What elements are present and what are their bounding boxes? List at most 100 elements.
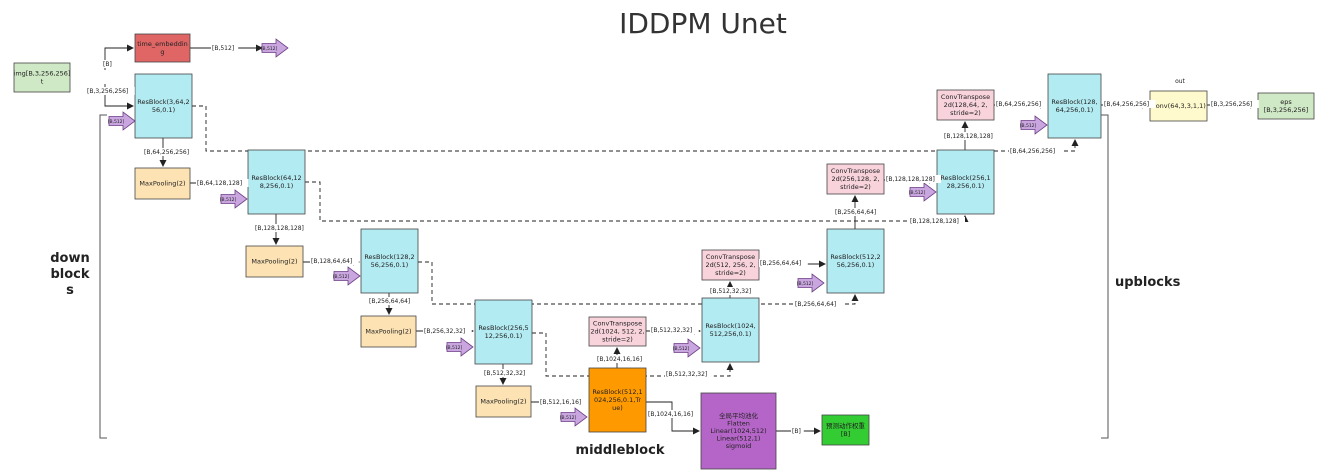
label-conv-out: [B,3,256,256] bbox=[1211, 101, 1252, 108]
node-text-pool2: MaxPooling(2) bbox=[251, 258, 297, 266]
label-p3-out: [B,256,32,32] bbox=[424, 328, 465, 335]
label-u1-out: [B,512,32,32] bbox=[710, 288, 751, 295]
label-r2-out: [B,128,128,128] bbox=[255, 225, 304, 232]
middle-marker: [B,512] bbox=[560, 407, 588, 427]
label-t-shape: [B] bbox=[103, 61, 112, 68]
label-bg-temb-shape bbox=[211, 44, 239, 52]
label-skip4: [B,512,32,32] bbox=[666, 371, 707, 378]
node-img: img[B,3,256,256]t bbox=[14, 62, 71, 93]
label-bg-ct2-out bbox=[759, 259, 808, 267]
up2-marker: [B,512] bbox=[797, 273, 825, 293]
node-pool1: MaxPooling(2) bbox=[134, 167, 191, 200]
up1-marker: [B,512] bbox=[673, 338, 701, 358]
label-bg-r2-out bbox=[254, 224, 310, 232]
label-bg-p4-out bbox=[539, 398, 588, 406]
label-bg-skip4 bbox=[665, 370, 714, 378]
node-up1: ResBlock(1024,512,256,0.1) bbox=[701, 297, 760, 363]
node-text-pool3: MaxPooling(2) bbox=[365, 328, 411, 336]
edge-labels: [B] [B,3,256,256] [B,512] [B,64,256,256] [B,… bbox=[86, 44, 1259, 435]
node-pool3: MaxPooling(2) bbox=[360, 315, 417, 348]
up-bracket bbox=[1101, 114, 1109, 439]
label-cls-out: [B] bbox=[792, 428, 801, 435]
label-p4-out: [B,512,16,16] bbox=[540, 399, 581, 406]
time-markers: [B,512] [B,512] [B,512] [B,512] [B,512] [B,51… bbox=[108, 38, 1048, 427]
res1-marker-text: [B,512] bbox=[108, 119, 125, 125]
label-skip3: [B,256,64,64] bbox=[795, 301, 836, 308]
node-text-pred: 预测动作权重[B] bbox=[826, 421, 866, 438]
label-img-shape: [B,3,256,256] bbox=[87, 88, 128, 95]
skip-res3-up2 bbox=[418, 261, 859, 305]
label-bg-skip3 bbox=[794, 300, 843, 308]
res2-marker-text: [B,512] bbox=[220, 197, 237, 203]
label-bg-t-shape bbox=[102, 60, 115, 68]
res3-marker-text: [B,512] bbox=[333, 274, 350, 280]
time-out-marker: [B,512] bbox=[261, 38, 289, 58]
middle-marker-text: [B,512] bbox=[560, 415, 577, 421]
node-text-img: img[B,3,256,256]t bbox=[14, 70, 71, 86]
label-ct3-out: [B,128,128,128] bbox=[886, 176, 935, 183]
label-bg-img-shape bbox=[86, 87, 135, 95]
node-pred: 预测动作权重[B] bbox=[821, 414, 870, 446]
label-bg-skip1 bbox=[1009, 147, 1062, 155]
node-text-pool4: MaxPooling(2) bbox=[480, 398, 526, 406]
time-out-marker-text: [B,512] bbox=[261, 46, 278, 52]
res3-marker: [B,512] bbox=[333, 266, 361, 286]
label-u2-out: [B,256,64,64] bbox=[835, 209, 876, 216]
label-bg-u2-out bbox=[834, 208, 883, 216]
label-ct4-out: [B,64,256,256] bbox=[996, 101, 1041, 108]
label-bg-skip2 bbox=[909, 217, 965, 225]
up4-marker-text: [B,512] bbox=[1020, 123, 1037, 129]
res1-marker: [B,512] bbox=[108, 111, 136, 131]
label-bg-ct1-in bbox=[596, 355, 649, 363]
up3-marker: [B,512] bbox=[909, 182, 937, 202]
skip-res1-up4 bbox=[192, 105, 1079, 152]
label-bg-ct3-out bbox=[885, 175, 941, 183]
label-ct1-in: [B,1024,16,16] bbox=[597, 356, 642, 363]
label-skip1: [B,64,256,256] bbox=[1010, 148, 1055, 155]
node-up4: ResBlock(128,64,256,0.1) bbox=[1047, 73, 1102, 139]
up3-marker-text: [B,512] bbox=[909, 190, 926, 196]
diagram-title: IDDPM Unet bbox=[619, 7, 787, 40]
label-bg-ct1-out bbox=[650, 326, 699, 334]
label-ct2-out: [B,256,64,64] bbox=[760, 260, 801, 267]
label-skip2: [B,128,128,128] bbox=[910, 218, 959, 225]
res4-marker: [B,512] bbox=[446, 337, 474, 357]
label-bg-p2-out bbox=[310, 257, 359, 265]
label-bg-ct4-out bbox=[995, 100, 1048, 108]
middle-block-label: middleblock bbox=[576, 443, 665, 458]
label-bg-p1-out bbox=[196, 179, 249, 187]
label-u3-out: [B,128,128,128] bbox=[944, 133, 993, 140]
label-bg-u4-out bbox=[1103, 100, 1156, 108]
label-u4-out: [B,64,256,256] bbox=[1104, 101, 1149, 108]
node-text-up1: ResBlock(1024,512,256,0.1) bbox=[705, 322, 755, 338]
skip-res4-up1 bbox=[532, 332, 734, 377]
up-blocks-label: upblocks bbox=[1115, 275, 1181, 290]
down-bracket bbox=[99, 114, 107, 439]
node-text-eps: eps[B,3,256,256] bbox=[1264, 98, 1309, 114]
label-p2-out: [B,128,64,64] bbox=[311, 258, 352, 265]
up2-marker-text: [B,512] bbox=[797, 281, 814, 287]
node-pool2: MaxPooling(2) bbox=[245, 245, 304, 278]
res4-marker-text: [B,512] bbox=[446, 345, 463, 351]
